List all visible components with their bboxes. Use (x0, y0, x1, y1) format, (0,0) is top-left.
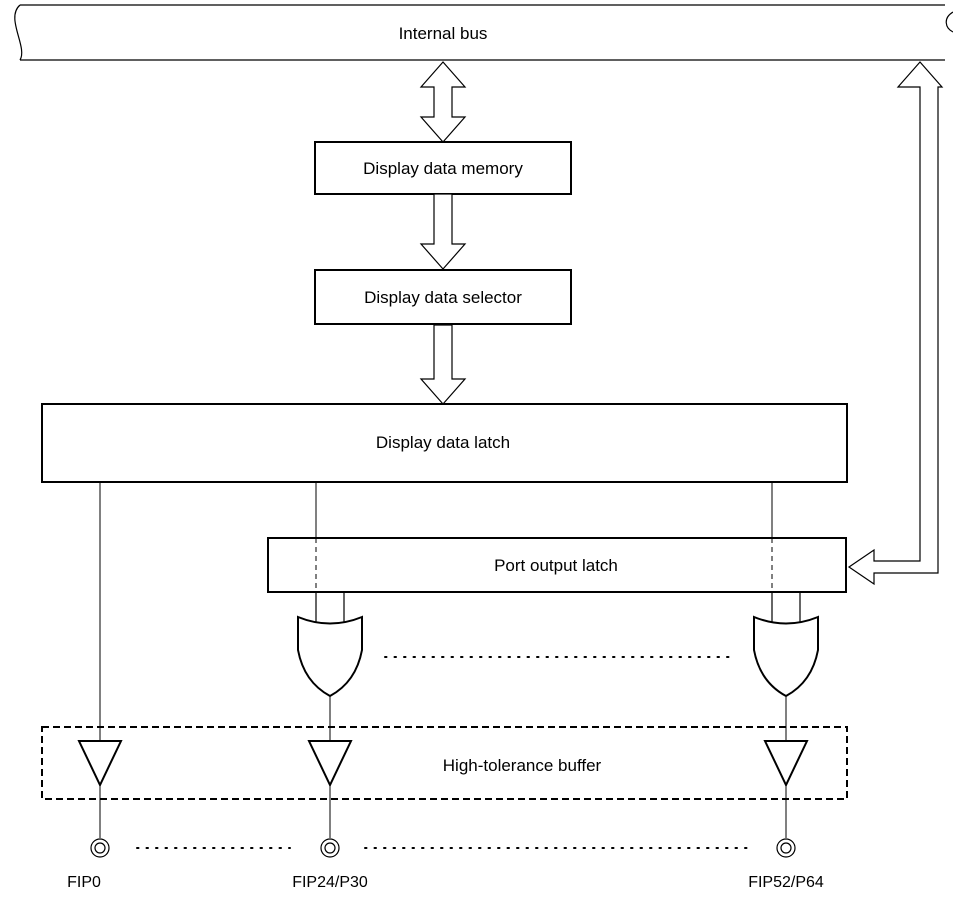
display-data-memory: Display data memory (314, 141, 572, 195)
buffer-triangle-fip0 (77, 740, 123, 788)
pin-label-fip52: FIP52/P64 (748, 874, 824, 891)
bus-memory-arrow (419, 61, 467, 143)
port-latch-label: Port output latch (494, 556, 618, 575)
buffer-triangle-fip52 (763, 740, 809, 788)
internal-bus: Internal bus (14, 4, 953, 61)
selector-label: Display data selector (364, 288, 522, 307)
pin-lines (99, 785, 787, 838)
display-data-selector: Display data selector (314, 269, 572, 325)
pin-label-fip24: FIP24/P30 (292, 874, 368, 891)
buffer-triangle-fip24 (307, 740, 353, 788)
pin-label-fip0: FIP0 (67, 874, 101, 891)
memory-selector-arrow (419, 193, 467, 270)
memory-label: Display data memory (363, 159, 523, 178)
pin-terminals (90, 838, 796, 858)
display-data-latch: Display data latch (41, 403, 848, 483)
latch-label: Display data latch (376, 433, 510, 452)
port-output-latch: Port output latch (267, 537, 847, 593)
signal-lines (99, 482, 773, 740)
bus-label: Internal bus (399, 24, 488, 43)
bus-port-latch-arrow (847, 61, 944, 586)
high-tolerance-buffer: High-tolerance buffer (41, 726, 848, 800)
or-gate-fip24 (297, 592, 363, 698)
or-gate-fip52 (753, 592, 819, 698)
buffer-label: High-tolerance buffer (443, 756, 602, 775)
gate-output-lines (329, 696, 787, 740)
selector-latch-arrow (419, 324, 467, 405)
